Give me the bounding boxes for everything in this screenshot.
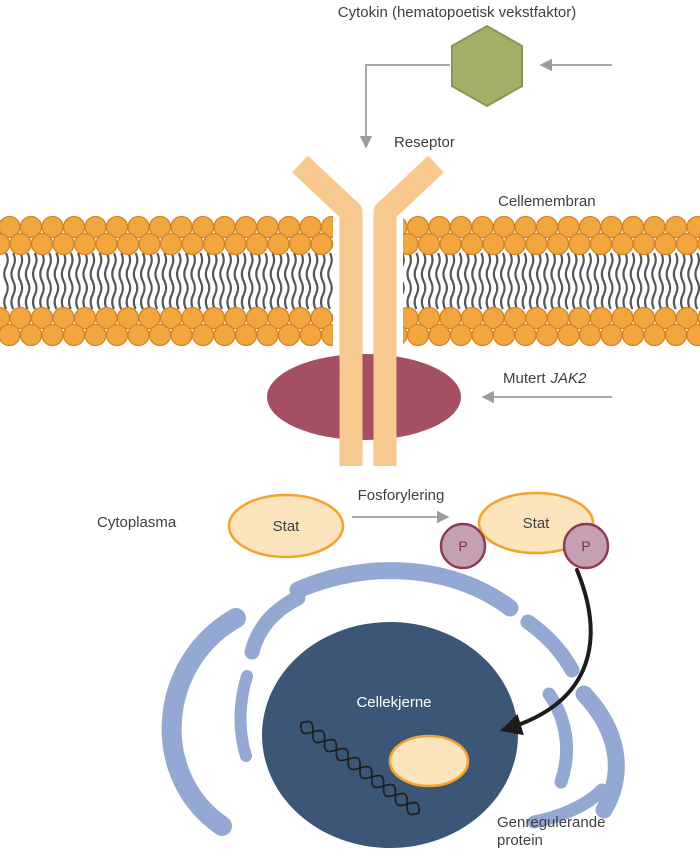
cytoplasm-label: Cytoplasma [97,514,177,531]
receptor-right-chain [373,155,444,466]
phosphate-group-left [439,522,487,570]
er-band [520,614,580,678]
cytokine-label: Cytokin (hematopoetisk vekstfaktor) [338,4,576,21]
arrow-cytokine-to-receptor [359,64,450,149]
stat2-label: Stat [523,515,551,532]
cytokine-hexagon [451,24,523,108]
receptor-label: Reseptor [394,134,455,151]
phosphate-group-right [562,522,610,570]
jak2-label-prefix: Mutert [503,370,546,387]
mutant-jak2-protein [267,354,461,440]
er-band [575,685,625,819]
phosphate-left-label: P [458,538,467,554]
er-band [234,670,253,762]
membrane-label: Cellemembran [498,193,596,210]
stat-label: Stat [273,518,301,535]
er-band [289,562,519,617]
er-band [244,590,306,660]
er-band [527,783,609,829]
phosphate-right-label: P [581,538,590,554]
phosphorylation-label: Fosforylering [358,487,445,504]
jak2-label-gene: JAK2 [550,370,588,387]
er-band [542,687,573,789]
stat-protein [227,493,345,559]
arrow-stat-to-nucleus [499,568,593,736]
receptor-left-chain [292,155,363,466]
dna-helix [300,720,420,816]
gene-protein-label-line1: Genregulerande [497,814,605,831]
gene-regulatory-protein [388,734,470,788]
nucleus [262,622,518,848]
gene-protein-label-line2: protein [497,832,543,849]
nucleus-label: Cellekjerne [356,694,431,711]
endoplasmic-reticulum [161,562,625,836]
er-band [161,608,246,836]
